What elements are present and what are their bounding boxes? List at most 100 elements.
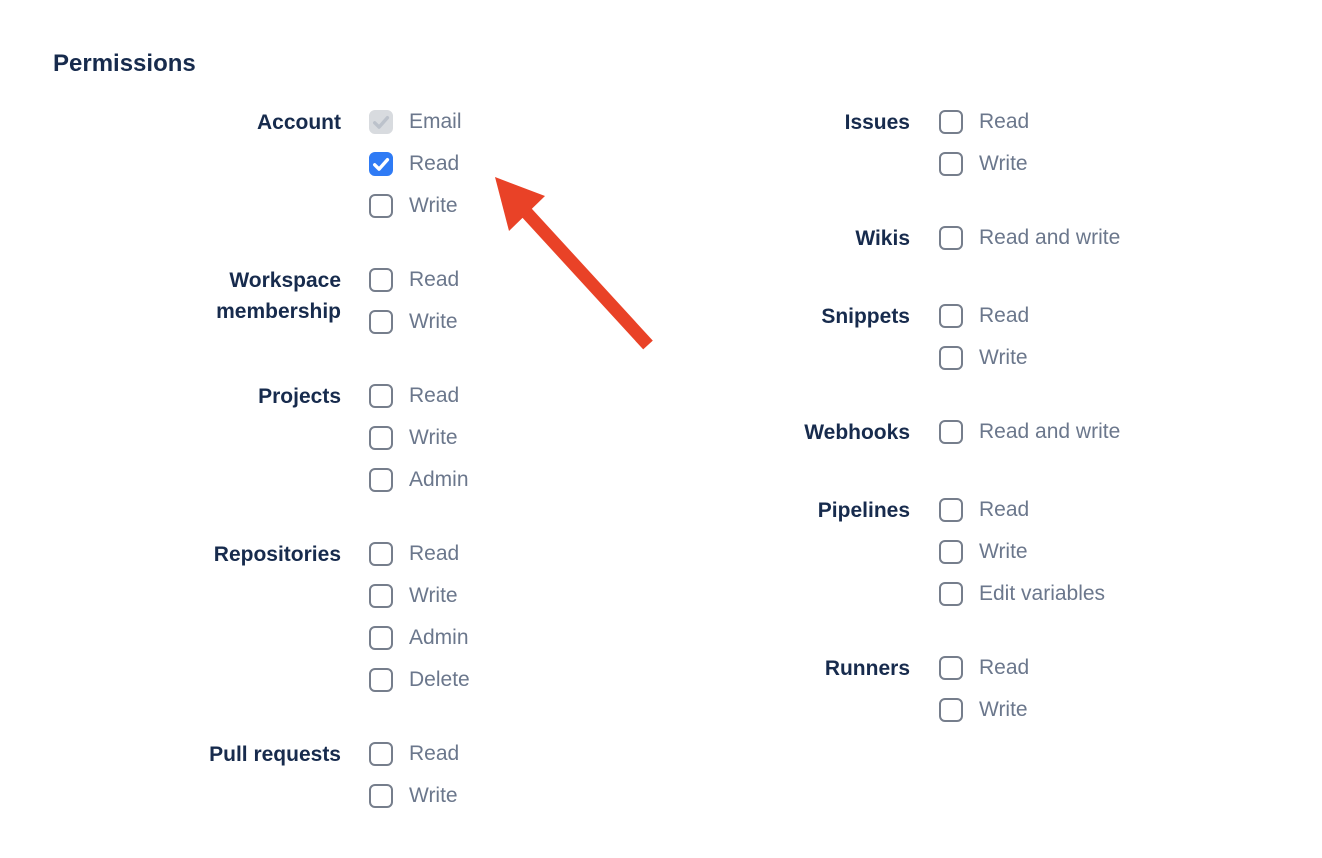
option-label-write[interactable]: Write: [409, 194, 458, 217]
permission-group-webhooks: Webhooks Read and write: [660, 420, 1322, 448]
checkbox-pull-requests-read[interactable]: [369, 742, 393, 766]
checkbox-repositories-delete[interactable]: [369, 668, 393, 692]
option-workspace-membership-write[interactable]: Write: [369, 310, 459, 334]
option-label-write[interactable]: Write: [409, 310, 458, 333]
checkbox-pull-requests-write[interactable]: [369, 784, 393, 808]
option-label-read[interactable]: Read: [409, 542, 460, 565]
group-label-account: Account: [257, 111, 341, 134]
option-account-write[interactable]: Write: [369, 194, 462, 218]
option-projects-read[interactable]: Read: [369, 384, 469, 408]
group-label-issues: Issues: [844, 111, 910, 134]
option-wikis-read-and-write[interactable]: Read and write: [939, 226, 1120, 250]
checkbox-pipelines-read[interactable]: [939, 498, 963, 522]
option-label-read[interactable]: Read: [979, 110, 1030, 133]
group-label-webhooks: Webhooks: [804, 421, 910, 444]
option-label-read[interactable]: Read: [409, 384, 460, 407]
option-snippets-write[interactable]: Write: [939, 346, 1029, 370]
option-pipelines-edit-variables[interactable]: Edit variables: [939, 582, 1105, 606]
option-label-write[interactable]: Write: [409, 784, 458, 807]
option-label-read[interactable]: Read: [979, 656, 1030, 679]
option-repositories-write[interactable]: Write: [369, 584, 470, 608]
group-label-wikis: Wikis: [855, 227, 910, 250]
option-issues-read[interactable]: Read: [939, 110, 1029, 134]
option-repositories-read[interactable]: Read: [369, 542, 470, 566]
checkbox-repositories-read[interactable]: [369, 542, 393, 566]
option-repositories-delete[interactable]: Delete: [369, 668, 470, 692]
checkbox-projects-read[interactable]: [369, 384, 393, 408]
option-label-read[interactable]: Read: [979, 498, 1030, 521]
option-label-write[interactable]: Write: [979, 698, 1028, 721]
option-label-read[interactable]: Read: [409, 742, 460, 765]
option-label-edit-variables[interactable]: Edit variables: [979, 582, 1106, 605]
option-label-admin[interactable]: Admin: [409, 468, 469, 491]
option-label-write[interactable]: Write: [979, 540, 1028, 563]
option-label-write[interactable]: Write: [979, 346, 1028, 369]
option-pipelines-read[interactable]: Read: [939, 498, 1105, 522]
checkbox-runners-write[interactable]: [939, 698, 963, 722]
option-label-read[interactable]: Read: [409, 268, 460, 291]
option-account-read[interactable]: Read: [369, 152, 462, 176]
option-label-read[interactable]: Read: [409, 152, 460, 175]
checkbox-runners-read[interactable]: [939, 656, 963, 680]
checkbox-account-write[interactable]: [369, 194, 393, 218]
group-label-workspace-membership: Workspace membership: [216, 269, 341, 323]
group-label-snippets: Snippets: [821, 305, 910, 328]
check-icon: [373, 158, 390, 171]
option-runners-write[interactable]: Write: [939, 698, 1029, 722]
option-label-delete[interactable]: Delete: [409, 668, 470, 691]
option-workspace-membership-read[interactable]: Read: [369, 268, 459, 292]
option-repositories-admin[interactable]: Admin: [369, 626, 470, 650]
option-projects-admin[interactable]: Admin: [369, 468, 469, 492]
checkbox-projects-admin[interactable]: [369, 468, 393, 492]
option-projects-write[interactable]: Write: [369, 426, 469, 450]
checkbox-webhooks-read-and-write[interactable]: [939, 420, 963, 444]
option-pull-requests-read[interactable]: Read: [369, 742, 459, 766]
option-label-read[interactable]: Read: [979, 304, 1030, 327]
checkbox-repositories-admin[interactable]: [369, 626, 393, 650]
option-list: Read and write: [939, 226, 1120, 250]
checkbox-projects-write[interactable]: [369, 426, 393, 450]
option-runners-read[interactable]: Read: [939, 656, 1029, 680]
option-label-read-and-write[interactable]: Read and write: [979, 420, 1121, 443]
option-list: Read and write: [939, 420, 1120, 444]
option-pipelines-write[interactable]: Write: [939, 540, 1105, 564]
option-label-write[interactable]: Write: [979, 152, 1028, 175]
checkbox-pipelines-edit-variables[interactable]: [939, 582, 963, 606]
option-pull-requests-write[interactable]: Write: [369, 784, 459, 808]
option-label-read-and-write[interactable]: Read and write: [979, 226, 1121, 249]
option-label-write[interactable]: Write: [409, 426, 458, 449]
option-webhooks-read-and-write[interactable]: Read and write: [939, 420, 1120, 444]
option-label-write[interactable]: Write: [409, 584, 458, 607]
checkbox-workspace-membership-read[interactable]: [369, 268, 393, 292]
option-label-admin[interactable]: Admin: [409, 626, 469, 649]
checkbox-snippets-read[interactable]: [939, 304, 963, 328]
checkbox-pipelines-write[interactable]: [939, 540, 963, 564]
option-snippets-read[interactable]: Read: [939, 304, 1029, 328]
option-account-email: Email: [369, 110, 462, 134]
checkbox-workspace-membership-write[interactable]: [369, 310, 393, 334]
checkbox-account-read[interactable]: [369, 152, 393, 176]
checkbox-snippets-write[interactable]: [939, 346, 963, 370]
option-issues-write[interactable]: Write: [939, 152, 1029, 176]
checkbox-issues-write[interactable]: [939, 152, 963, 176]
checkbox-wikis-read-and-write[interactable]: [939, 226, 963, 250]
checkbox-repositories-write[interactable]: [369, 584, 393, 608]
group-label-pull-requests: Pull requests: [209, 743, 341, 766]
checkbox-issues-read[interactable]: [939, 110, 963, 134]
